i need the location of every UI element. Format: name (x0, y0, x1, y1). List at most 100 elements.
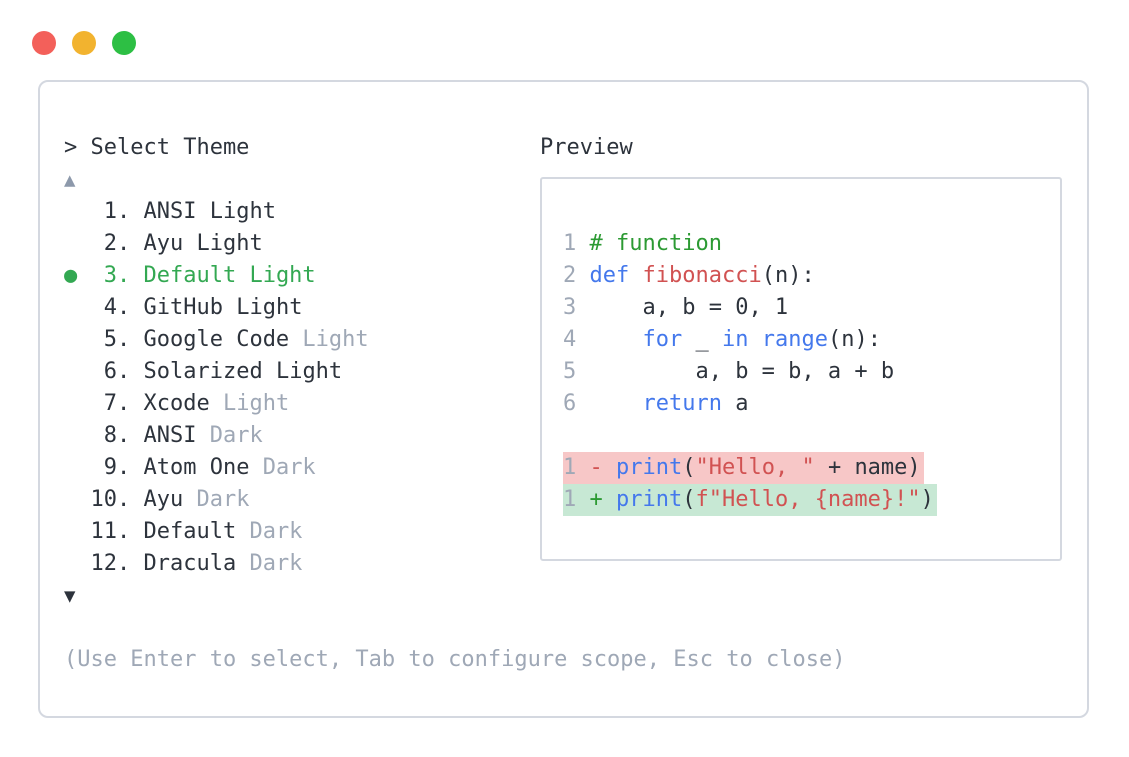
marker-space (64, 423, 77, 448)
theme-item-variant: Light (236, 263, 316, 288)
theme-item-number: 3. (77, 263, 144, 288)
theme-item-name: ANSI (143, 423, 197, 448)
line-number: 4 (563, 327, 590, 352)
theme-item-1[interactable]: 1. ANSI Light (64, 196, 845, 228)
theme-item-number: 12. (77, 551, 144, 576)
theme-item-number: 4. (77, 295, 144, 320)
line-number: 1 (563, 231, 590, 256)
code-token: _ (682, 327, 722, 352)
theme-item-number: 9. (77, 455, 144, 480)
line-number: 2 (563, 263, 590, 288)
code-token: ( (682, 455, 696, 480)
diff-sign-icon: + (589, 487, 616, 512)
selected-dot-icon: ● (64, 263, 78, 288)
code-token: ) (920, 487, 934, 512)
diff-highlight: 1 - print("Hello, " + name) (563, 452, 924, 484)
marker-space (64, 231, 77, 256)
theme-item-name: Ayu (143, 487, 184, 512)
diff-block: 1 - print("Hello, " + name)1 + print(f"H… (563, 452, 1060, 516)
code-token: return (642, 391, 722, 416)
select-theme-prompt: > Select Theme (64, 135, 250, 160)
theme-item-name: Default (143, 519, 237, 544)
theme-item-name: Dracula (143, 551, 237, 576)
theme-item-5[interactable]: 5. Google Code Light (64, 324, 845, 356)
code-token: (n): (761, 263, 815, 288)
keyboard-hint: (Use Enter to select, Tab to configure s… (64, 647, 846, 672)
marker-space (64, 391, 77, 416)
theme-item-8[interactable]: 8. ANSI Dark (64, 420, 845, 452)
code-token (629, 263, 642, 288)
marker-space (64, 455, 77, 480)
theme-item-7[interactable]: 7. Xcode Light (64, 388, 845, 420)
code-token: def (589, 263, 630, 288)
code-token: + name) (814, 455, 921, 480)
marker-space (64, 551, 77, 576)
marker-space (64, 327, 77, 352)
diff-line-added: 1 + print(f"Hello, {name}!") (563, 484, 1060, 516)
code-token: in (721, 327, 749, 352)
code-line: 3 a, b = 0, 1 (563, 292, 1060, 324)
diff-line-removed: 1 - print("Hello, " + name) (563, 452, 1060, 484)
theme-item-10[interactable]: 10. Ayu Dark (64, 484, 845, 516)
theme-item-number: 5. (77, 327, 144, 352)
theme-item-name: GitHub (143, 295, 223, 320)
theme-item-name: ANSI (143, 199, 197, 224)
theme-item-number: 11. (77, 519, 144, 544)
theme-item-variant: Light (209, 391, 290, 416)
scroll-up-icon[interactable]: ▲ (64, 169, 76, 191)
code-token: print (616, 487, 683, 512)
line-number: 6 (563, 391, 590, 416)
code-token: a (721, 391, 749, 416)
theme-item-6[interactable]: 6. Solarized Light (64, 356, 845, 388)
theme-item-3[interactable]: ● 3. Default Light (64, 260, 845, 292)
theme-item-name: Google Code (143, 327, 290, 352)
theme-item-4[interactable]: 4. GitHub Light (64, 292, 845, 324)
code-token: (n): (827, 327, 881, 352)
code-token: range (761, 327, 828, 352)
minimize-button[interactable] (72, 31, 96, 55)
theme-item-number: 2. (77, 231, 144, 256)
scroll-down-icon[interactable]: ▼ (64, 585, 76, 607)
code-token: a, b = b, a + b (589, 359, 895, 384)
theme-item-9[interactable]: 9. Atom One Dark (64, 452, 845, 484)
theme-item-variant: Light (183, 231, 263, 256)
line-number: 3 (563, 295, 590, 320)
diff-highlight: 1 + print(f"Hello, {name}!") (563, 484, 937, 516)
theme-item-variant: Dark (196, 423, 263, 448)
theme-item-12[interactable]: 12. Dracula Dark (64, 548, 845, 580)
marker-space (64, 199, 77, 224)
theme-item-number: 7. (77, 391, 144, 416)
theme-item-variant: Light (196, 199, 276, 224)
theme-list: 1. ANSI Light 2. Ayu Light● 3. Default L… (64, 196, 845, 580)
theme-item-name: Default (143, 263, 237, 288)
close-button[interactable] (32, 31, 56, 55)
selector-column: > Select Theme ▲ 1. ANSI Light 2. Ayu Li… (64, 132, 845, 676)
diff-sign-icon: - (589, 455, 616, 480)
spacer (64, 612, 845, 644)
theme-item-variant: Light (222, 295, 303, 320)
theme-item-name: Xcode (143, 391, 210, 416)
code-token: print (616, 455, 683, 480)
code-line: 1 # function (563, 228, 1060, 260)
preview-title: Preview (540, 135, 633, 160)
theme-item-number: 10. (77, 487, 144, 512)
theme-item-name: Solarized (143, 359, 263, 384)
code-line: 6 return a (563, 388, 1060, 420)
theme-item-number: 8. (77, 423, 144, 448)
theme-item-number: 6. (77, 359, 144, 384)
line-number: 1 (563, 487, 590, 512)
code-token: "Hello, " (695, 455, 815, 480)
theme-item-2[interactable]: 2. Ayu Light (64, 228, 845, 260)
code-token (590, 327, 643, 352)
code-line: 5 a, b = b, a + b (563, 356, 1060, 388)
zoom-button[interactable] (112, 31, 136, 55)
marker-space (64, 487, 77, 512)
marker-space (64, 295, 77, 320)
theme-item-variant: Light (262, 359, 343, 384)
marker-space (64, 519, 77, 544)
theme-item-11[interactable]: 11. Default Dark (64, 516, 845, 548)
code-line: 4 for _ in range(n): (563, 324, 1060, 356)
